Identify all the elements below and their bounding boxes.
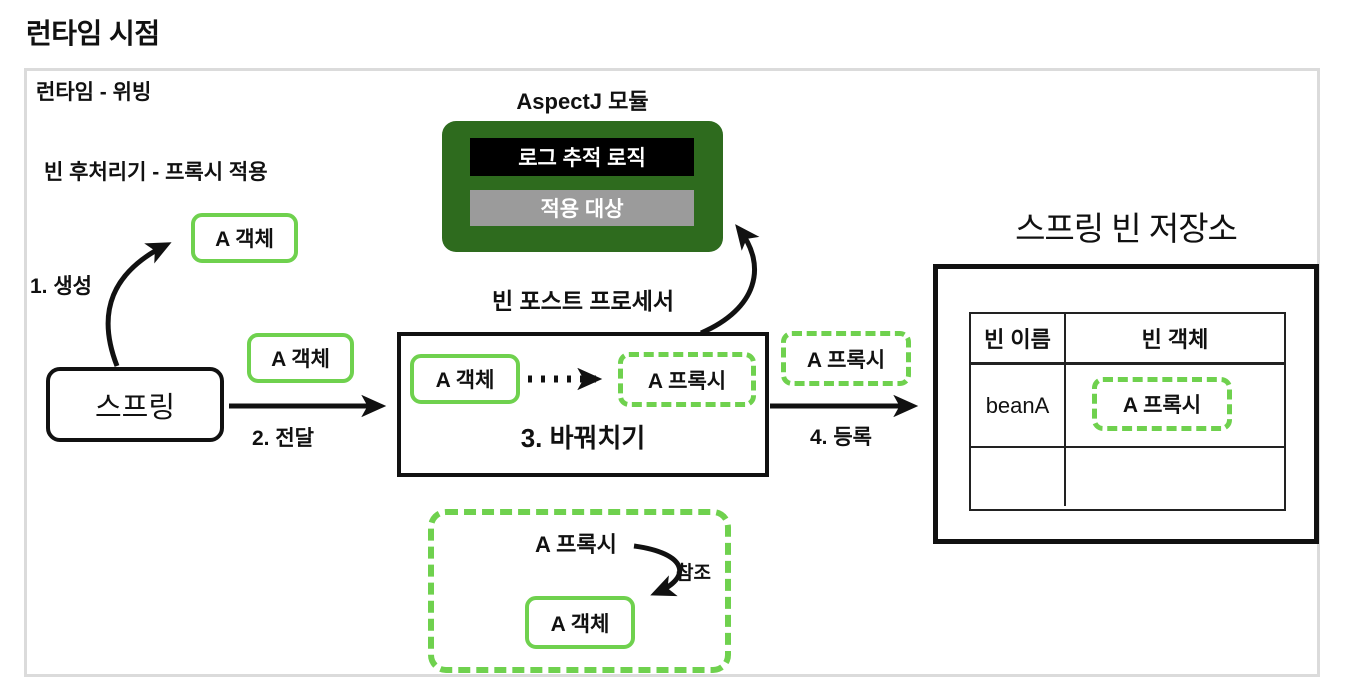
a-proxy-box-registering: A 프록시: [781, 331, 911, 386]
runtime-weaving-label: 런타임 - 위빙: [36, 81, 152, 104]
bean-name-header: 빈 이름: [971, 314, 1066, 362]
spring-bean-store-title: 스프링 빈 저장소: [1015, 210, 1238, 247]
a-object-box-referenced: A 객체: [525, 596, 635, 649]
step-create-label: 1. 생성: [30, 275, 92, 298]
bean-table-header-row: 빈 이름 빈 객체: [971, 314, 1284, 365]
apply-target-box: 적용 대상: [470, 190, 694, 226]
spring-box: 스프링: [46, 367, 224, 442]
bean-object-cell-empty: [1066, 448, 1284, 506]
step-deliver-label: 2. 전달: [252, 427, 314, 450]
a-proxy-box-in-processor: A 프록시: [618, 352, 756, 407]
page-title: 런타임 시점: [26, 18, 160, 49]
step-register-label: 4. 등록: [810, 426, 872, 449]
a-object-box-delivered: A 객체: [247, 333, 354, 383]
bean-post-processor-title: 빈 포스트 프로세서: [491, 288, 675, 314]
step-swap-label: 3. 바꿔치기: [520, 423, 646, 453]
bean-object-header: 빈 객체: [1141, 327, 1209, 352]
a-proxy-box-stored: A 프록시: [1092, 377, 1232, 431]
a-object-box-created: A 객체: [191, 213, 298, 263]
reference-label: 참조: [676, 563, 711, 584]
aspectj-module-title: AspectJ 모듈: [516, 89, 649, 114]
postprocessor-proxy-label: 빈 후처리기 - 프록시 적용: [44, 161, 268, 184]
log-trace-logic-box: 로그 추적 로직: [470, 138, 694, 176]
a-object-box-in-processor: A 객체: [410, 354, 520, 404]
a-proxy-reference-label: A 프록시: [535, 532, 617, 557]
table-row: beanA: [971, 365, 1284, 448]
table-row: [971, 448, 1284, 506]
bean-name-cell-empty: [971, 448, 1066, 506]
bean-name-cell: beanA: [971, 365, 1066, 446]
